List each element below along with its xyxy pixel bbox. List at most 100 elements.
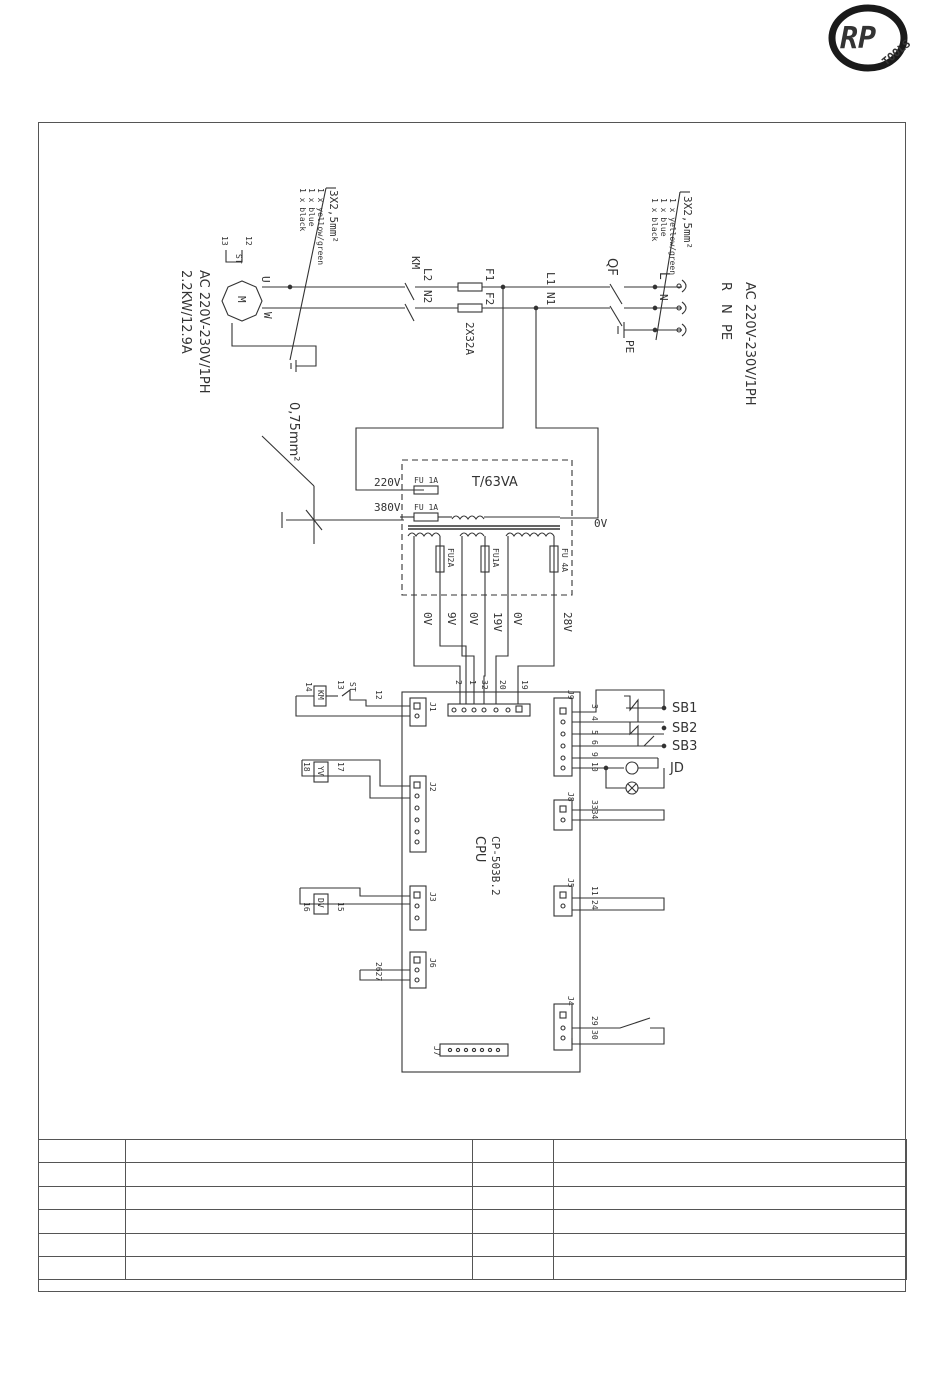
table-cell — [472, 1209, 554, 1234]
transformer-box — [401, 459, 573, 596]
supply-wire-1: 1 x black — [650, 198, 659, 242]
pin-20: 20 — [498, 680, 507, 690]
logo-text: RP — [840, 21, 876, 56]
table-cell — [38, 1232, 126, 1257]
j6-pins: 2627 — [374, 962, 383, 981]
table-cell — [125, 1138, 473, 1164]
motor-phase-w: W — [261, 312, 274, 319]
yv2-pin-15: 15 — [336, 902, 345, 912]
pin-19: 19 — [520, 680, 529, 690]
parts-table — [38, 1138, 907, 1281]
cpu-model: CP-503B.2 — [489, 836, 502, 896]
yv1-pin-18: 18 — [302, 762, 311, 772]
lamp-1 — [625, 761, 639, 775]
table-cell — [472, 1162, 554, 1187]
line-l-label: L — [656, 272, 671, 280]
table-cell — [125, 1185, 473, 1211]
table-cell — [125, 1209, 473, 1234]
conn-j6: J6 — [428, 958, 437, 968]
terminal-n: N — [718, 304, 733, 314]
table-cell — [38, 1185, 126, 1211]
table-cell — [38, 1209, 126, 1234]
terminal-r: R — [718, 282, 733, 291]
drawing-frame — [38, 122, 906, 1292]
table-cell — [472, 1185, 554, 1211]
lamp-jd-label: JD — [669, 761, 684, 776]
yv2-pin-16: 16 — [302, 902, 311, 912]
j5-pin-11: 11 — [590, 886, 599, 896]
conn-j5: J5 — [566, 878, 575, 888]
fuse-f2-label: F2 — [483, 292, 496, 305]
sec-fuse-2: FU1A — [491, 548, 500, 567]
pe-label: PE — [623, 340, 636, 353]
out-19v: 19V — [491, 612, 504, 632]
cpu-title: CPU — [472, 836, 487, 862]
table-cell — [472, 1255, 554, 1281]
button-sb3: SB3 — [672, 739, 697, 754]
table-row — [38, 1138, 907, 1164]
line-n-label: N — [657, 294, 670, 301]
motor-switch-pin-12: 12 — [244, 236, 253, 246]
terminal-pe: PE — [718, 324, 733, 340]
motor-switch-label: ST — [234, 254, 243, 264]
table-row — [38, 1232, 907, 1257]
motor-wire-3: 1 x yellow/green — [316, 188, 325, 265]
j9-pin-9: 9 — [590, 752, 599, 757]
table-cell — [125, 1255, 473, 1281]
conn-j4: J4 — [566, 996, 575, 1006]
motor-symbol — [221, 280, 263, 322]
left-km-label: KM — [316, 690, 325, 700]
contactor-label-l1: L1 — [544, 272, 557, 285]
j9-pin-3: 3 — [590, 704, 599, 709]
primary-220v: 220V — [374, 476, 401, 489]
j4-pin-29: 29 — [590, 1016, 599, 1026]
pin-1: 1 — [468, 680, 477, 685]
primary-380v: 380V — [374, 501, 401, 514]
out-28v: 28V — [561, 612, 574, 632]
button-sb2: SB2 — [672, 721, 697, 736]
out-0v-b: 0V — [467, 612, 480, 626]
yv2-label: DV — [316, 898, 325, 908]
cpu-outline — [401, 691, 581, 1073]
breaker-label: QF — [604, 258, 619, 276]
sec-fuse-3: FU 4A — [560, 548, 569, 572]
supply-wire-3: 1 x yellow/green — [668, 198, 677, 275]
supply-wire-2: 1 x blue — [659, 198, 668, 237]
j9-pin-10: 10 — [590, 762, 599, 772]
table-row — [38, 1185, 907, 1211]
cpu-board: CPU CP-503B.2 J1 KM 14 ST 13 12 J2 YV 18 — [295, 680, 697, 1073]
table-cell — [472, 1232, 554, 1257]
table-cell — [125, 1232, 473, 1257]
left-st-label: ST — [348, 682, 357, 692]
fuse-f1-label: F1 — [483, 268, 496, 281]
conn-j3: J3 — [428, 892, 437, 902]
motor-wire-1: 1 x black — [298, 188, 307, 232]
left-st-pin-12: 12 — [374, 690, 383, 700]
table-cell — [553, 1138, 907, 1164]
j9-pin-4: 4 — [590, 716, 599, 721]
j5-pin-24: 24 — [590, 900, 599, 910]
supply-spec: AC 220V-230V/1PH — [742, 282, 757, 405]
motor-cable-label: 3X2,5mm² — [327, 190, 340, 243]
transformer-name: T/63VA — [471, 475, 518, 490]
table-row — [38, 1162, 907, 1187]
table-cell — [38, 1138, 126, 1164]
primary-0v: 0V — [594, 517, 608, 530]
left-st-pin-13: 13 — [336, 680, 345, 690]
button-sb1: SB1 — [672, 701, 697, 716]
yv1-valve — [313, 761, 329, 783]
motor-phase-u: U — [259, 276, 272, 283]
contactor-label-n1: N1 — [544, 292, 557, 305]
fuse-f2 — [457, 303, 483, 313]
transformer-cable: 0,75mm² — [286, 402, 301, 461]
contactor-km-label: KM — [409, 256, 422, 270]
table-cell — [553, 1209, 907, 1234]
fuse-rating: 2X32A — [463, 322, 476, 355]
contactor-label-l2: L2 — [421, 268, 434, 281]
motor-wire-2: 1 x blue — [307, 188, 316, 227]
pin-32: 32 — [480, 680, 489, 690]
primary-fuse-label-1: FU 1A — [414, 476, 438, 485]
fuse-contactor-section: L1 N1 F1 F2 2X32A L2 N2 KM — [404, 256, 557, 355]
sec-fuse-1: FU2A — [446, 548, 455, 567]
